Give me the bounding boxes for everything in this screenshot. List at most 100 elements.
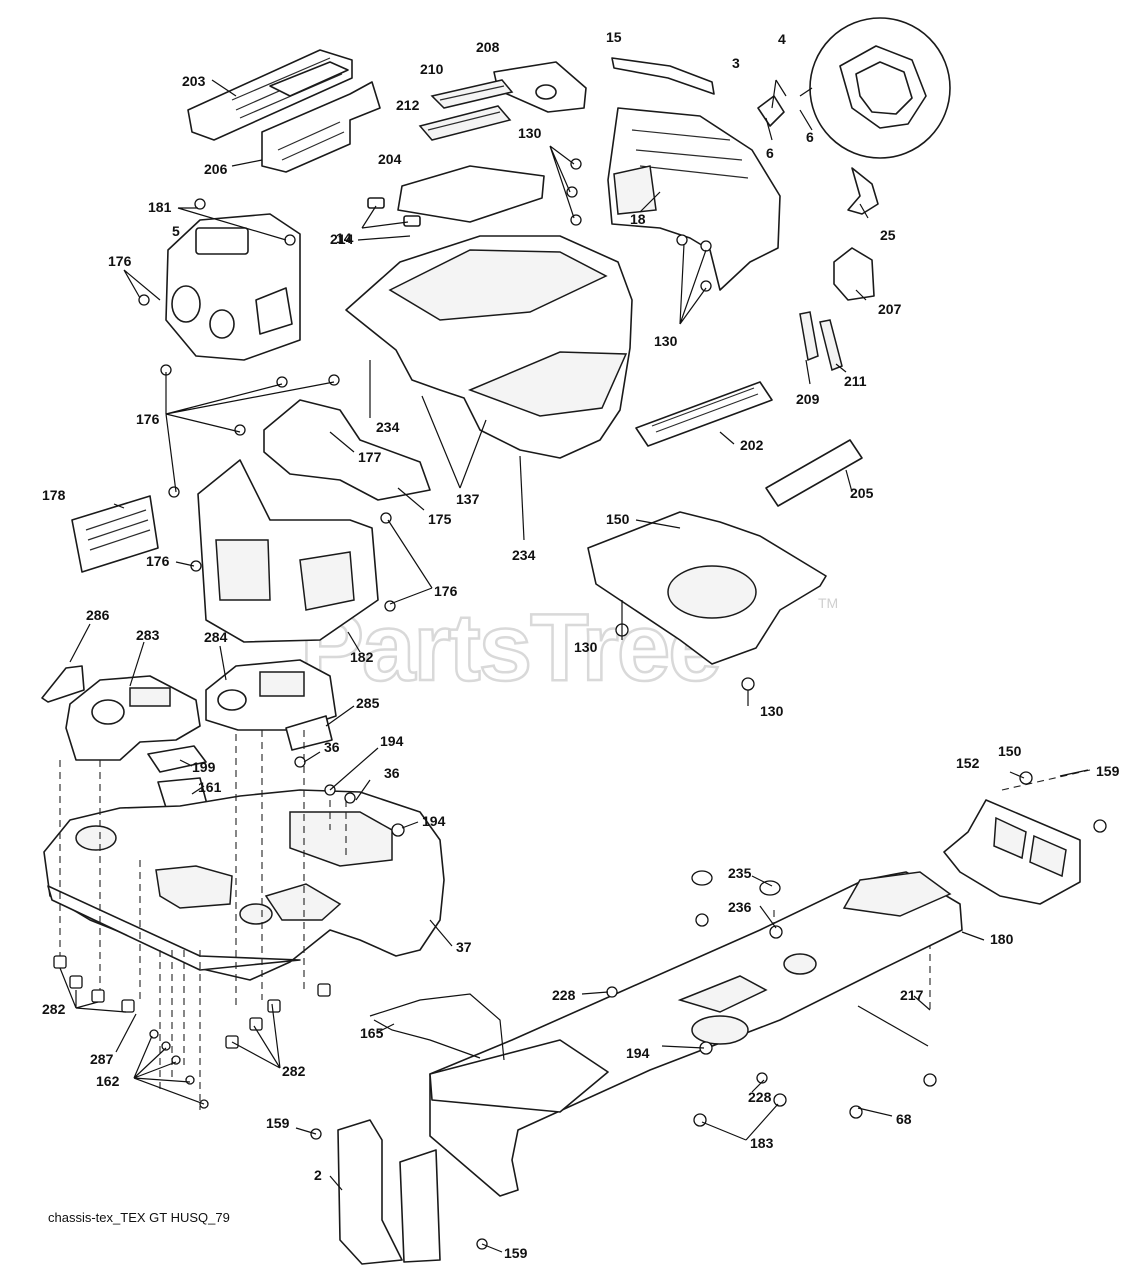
callout-176d: 176 [434, 583, 458, 599]
callout-180: 180 [990, 931, 1014, 947]
callout-202: 202 [740, 437, 764, 453]
hardware-right [310, 771, 1107, 1250]
callout-207: 207 [878, 301, 902, 317]
callout-161: 161 [198, 779, 222, 795]
callout-286: 286 [86, 607, 110, 623]
part-37-footrest[interactable] [43, 789, 445, 981]
callout-18: 18 [630, 211, 646, 227]
part-177-bracket[interactable] [263, 399, 431, 501]
part-199-plate[interactable] [147, 745, 207, 773]
part-205-lens[interactable] [765, 439, 863, 507]
part-180-frame[interactable] [429, 871, 963, 1197]
part-214-clips[interactable] [367, 197, 421, 227]
callout-152: 152 [956, 755, 980, 771]
part-178-vent[interactable] [71, 495, 159, 573]
callout-283: 283 [136, 627, 160, 643]
callout-228a: 228 [552, 987, 576, 1003]
callout-3: 3 [732, 55, 740, 71]
callout-36b: 36 [384, 765, 400, 781]
part-152-rear-bracket[interactable] [943, 799, 1081, 905]
callout-284: 284 [204, 629, 228, 645]
callout-183: 183 [750, 1135, 774, 1151]
leader-lines-bottom [59, 623, 1089, 1253]
callout-235: 235 [728, 865, 752, 881]
callout-176a: 176 [108, 253, 132, 269]
part-5-dash-panel[interactable] [165, 213, 301, 361]
part-25-clip[interactable] [847, 167, 879, 215]
part-18-hood-front[interactable] [607, 107, 781, 291]
callout-14-hood: 14 [336, 230, 352, 246]
callout-176c: 176 [146, 553, 170, 569]
callout-178: 178 [42, 487, 66, 503]
callout-208: 208 [476, 39, 500, 55]
part-15-trim[interactable] [611, 57, 715, 95]
callout-137: 137 [456, 491, 480, 507]
part-203-grille-top[interactable] [187, 49, 353, 141]
part-286-cover[interactable] [41, 665, 85, 703]
part-210-212-screens[interactable] [418, 79, 514, 141]
part-165-rod[interactable] [369, 993, 505, 1061]
part-283-fender-left[interactable] [65, 675, 201, 761]
callout-6a: 6 [766, 145, 774, 161]
leader-lines-top [113, 79, 869, 706]
callout-217: 217 [900, 987, 924, 1003]
callout-214: 214 [330, 231, 354, 247]
callout-159c: 159 [504, 1245, 528, 1261]
callout-182: 182 [350, 649, 374, 665]
callout-205: 205 [850, 485, 874, 501]
callout-2: 2 [314, 1167, 322, 1183]
callout-228b: 228 [748, 1089, 772, 1105]
callout-labels: 203 208 210 212 15 3 4 6 6 206 130 204 1… [42, 29, 1120, 1261]
callout-212: 212 [396, 97, 420, 113]
callout-203: 203 [182, 73, 206, 89]
part-217-rod[interactable] [857, 1005, 929, 1047]
diagram-caption: chassis-tex_TEX GT HUSQ_79 [48, 1210, 230, 1225]
callout-37: 37 [456, 939, 472, 955]
svg-text:TM: TM [818, 595, 838, 611]
callout-159a: 159 [1096, 763, 1120, 779]
part-202-front-grille[interactable] [635, 381, 773, 447]
callout-199: 199 [192, 759, 216, 775]
callout-130b: 130 [654, 333, 678, 349]
callout-176b: 176 [136, 411, 160, 427]
callout-165: 165 [360, 1025, 384, 1041]
part-207-latch[interactable] [833, 247, 875, 301]
part-3-bracket[interactable] [757, 95, 785, 127]
callout-4: 4 [778, 31, 786, 47]
callout-181: 181 [148, 199, 172, 215]
callout-150a: 150 [606, 511, 630, 527]
callout-209: 209 [796, 391, 820, 407]
part-2-front-bracket[interactable] [337, 1119, 441, 1265]
callout-36a: 36 [324, 739, 340, 755]
callout-130a: 130 [518, 125, 542, 141]
callout-210: 210 [420, 61, 444, 77]
part-206-grille-bracket[interactable] [261, 81, 381, 173]
part-209-211-strips[interactable] [799, 311, 843, 372]
callout-25: 25 [880, 227, 896, 243]
part-150-pan[interactable] [587, 511, 827, 665]
part-182-dash-lower[interactable] [197, 459, 379, 643]
callout-194a: 194 [380, 733, 404, 749]
callout-177: 177 [358, 449, 382, 465]
callout-194b: 194 [422, 813, 446, 829]
callout-68: 68 [896, 1111, 912, 1127]
callout-282b: 282 [282, 1063, 306, 1079]
callout-159b: 159 [266, 1115, 290, 1131]
callout-236: 236 [728, 899, 752, 915]
callout-282a: 282 [42, 1001, 66, 1017]
callout-285: 285 [356, 695, 380, 711]
callout-234a: 234 [376, 419, 400, 435]
callout-204: 204 [378, 151, 402, 167]
part-204-dash-cover[interactable] [397, 165, 545, 223]
part-14-hood[interactable] [345, 235, 633, 459]
part-285-handle[interactable] [285, 715, 333, 751]
callout-6b: 6 [806, 129, 814, 145]
part-284-console[interactable] [205, 659, 337, 731]
callout-287: 287 [90, 1051, 114, 1067]
callout-211: 211 [844, 373, 867, 389]
detail-circle [799, 17, 951, 159]
callout-130d: 130 [760, 703, 784, 719]
callout-162: 162 [96, 1073, 120, 1089]
callout-15: 15 [606, 29, 622, 45]
